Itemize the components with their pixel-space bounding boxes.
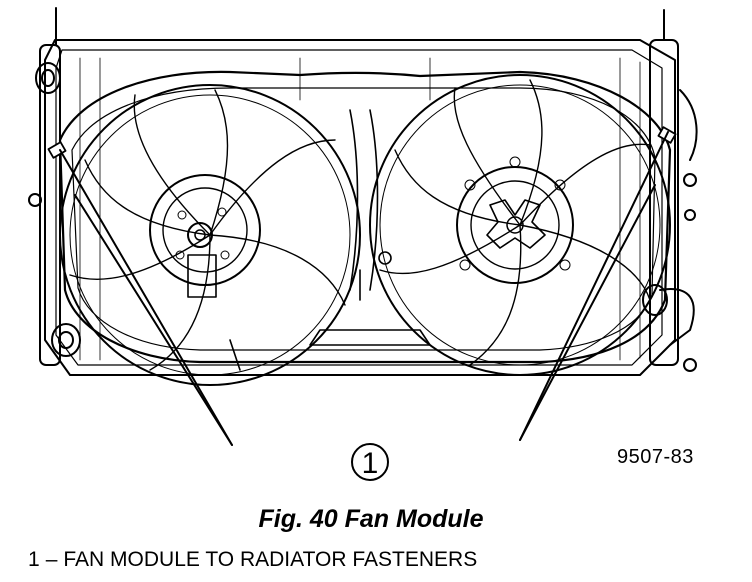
figure-reference-code: 9507-83: [617, 446, 694, 468]
figure-legend: 1–FAN MODULE TO RADIATOR FASTENERS: [28, 548, 477, 572]
fan-module-illustration: 1: [28, 7, 698, 481]
callout-1: 1: [351, 443, 389, 481]
figure-caption: Fig. 40 Fan Module: [0, 505, 752, 534]
legend-item-separator: –: [45, 548, 58, 571]
callout-number: 1: [362, 447, 379, 480]
callout-leader-lines: [59, 131, 669, 446]
legend-item-number: 1: [28, 548, 40, 571]
figure-caption-text: Fig. 40 Fan Module: [258, 505, 484, 533]
shroud-center-bracing: [229, 109, 431, 371]
radiator: [28, 7, 698, 376]
right-fan: [369, 74, 671, 376]
legend-item-text: FAN MODULE TO RADIATOR FASTENERS: [63, 548, 478, 571]
radiator-fins: [79, 57, 641, 361]
left-fan: [59, 84, 361, 386]
